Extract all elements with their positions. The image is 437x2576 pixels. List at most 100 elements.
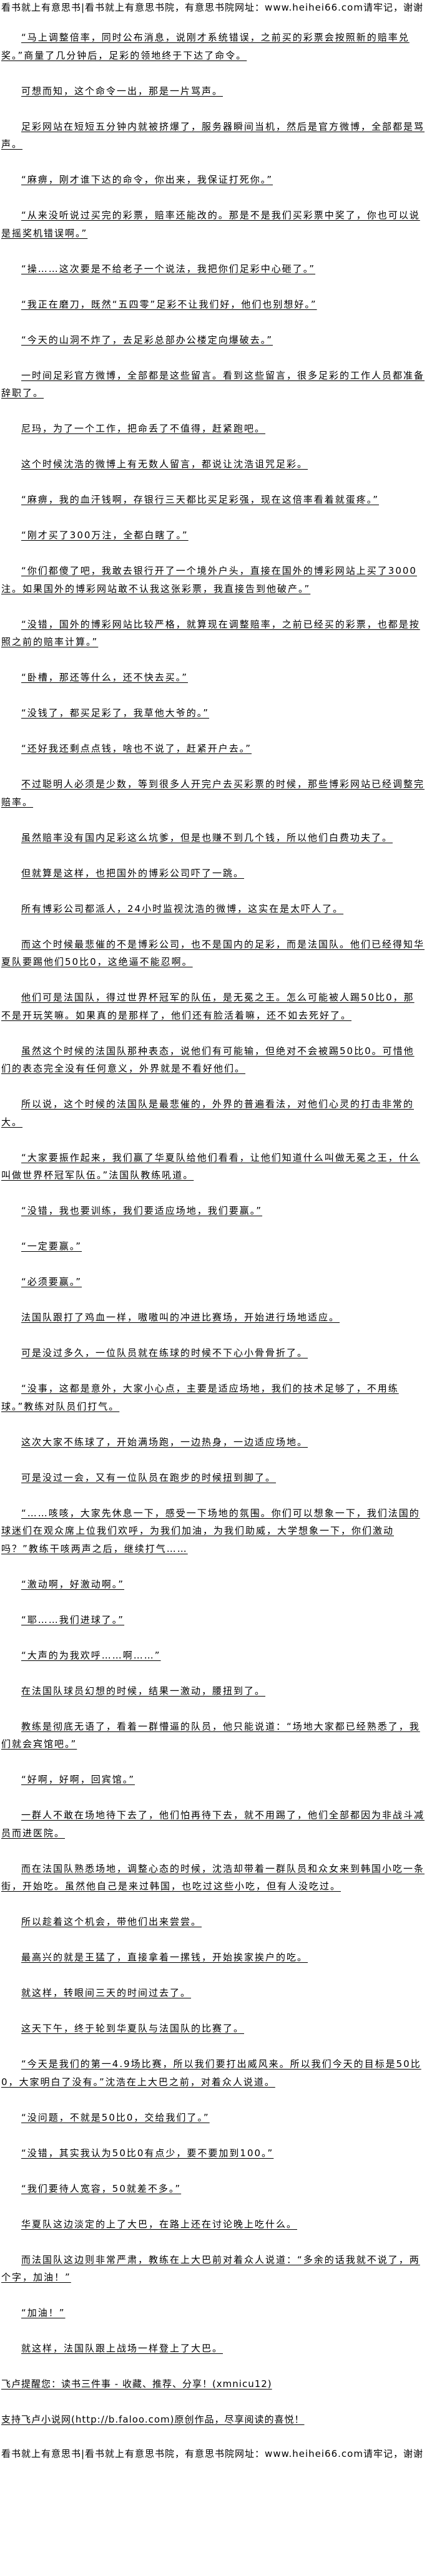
story-paragraph: 而在法国队熟悉场地，调整心态的时候，沈浩却带着一群队员和众女来到韩国小吃一条街，… (1, 1860, 425, 1896)
story-paragraph: 可想而知，这个命令一出，那是一片骂声。 (1, 82, 425, 100)
paragraph-text: 教练是彻底无语了，看着一群懵逼的队员，他只能说道：“场地大家都已经熟悉了，我们就… (1, 1720, 420, 1750)
paragraph-text: “还好我还剩点点钱，啥也不说了，赶紧开户去。” (21, 743, 252, 754)
paragraph-text: 而在法国队熟悉场地，调整心态的时候，沈浩却带着一群队员和众女来到韩国小吃一条街，… (1, 1862, 425, 1892)
chapter-footer: 飞卢提醒您：读书三件事 - 收藏、推荐、分享！(xmnicu12) 支持飞卢小说… (0, 2375, 437, 2429)
paragraph-text: “没错，国外的博彩网站比较严格，就算现在调整赔率，之前已经买的彩票，也都是按照之… (1, 618, 420, 648)
paragraph-text: 虽然这个时候的法国队那种表态，说他们有可能输，但绝对不会被踢50比0。可惜他们的… (1, 1045, 415, 1075)
story-paragraph: “大家要振作起来，我们赢了华夏队给他们看看，让他们知道什么叫做无冕之王，什么叫做… (1, 1149, 425, 1184)
paragraph-text: “今天的山洞不炸了，去足彩总部办公楼定向爆破去。” (21, 334, 273, 346)
story-paragraph: 法国队跟打了鸡血一样，嗷嗷叫的冲进比赛场，开始进行场地适应。 (1, 1309, 425, 1327)
story-paragraph: “没错，其实我认为50比0有点少，要不要加到100。” (1, 2144, 425, 2162)
site-banner-top: 看书就上有意思书|看书就上有意思书院，有意思书院网址：www.heihei66.… (1, 2, 423, 13)
paragraph-text: “……咳咳，大家先休息一下，感受一下场地的氛围。你们可以想象一下，我们法国的球迷… (1, 1507, 420, 1554)
story-paragraph: 就这样，转眼间三天的时间过去了。 (1, 1984, 425, 2002)
paragraph-text: 最高兴的就是王猛了，直接拿着一摞钱，开始挨家挨户的吃。 (21, 1952, 308, 1963)
paragraph-text: 尼玛，为了一个工作，把命丢了不值得，赶紧跑吧。 (21, 423, 266, 434)
paragraph-text: “没钱了，都买足彩了，我草他大爷的。” (21, 707, 210, 719)
paragraph-text: 而这个时候最悲催的不是博彩公司，也不是国内的足彩，而是法国队。他们已经得知华夏队… (1, 938, 425, 968)
story-paragraph: “你们都傻了吧，我敢去银行开了一个境外户头，直接在国外的博彩网站上买了3000注… (1, 562, 425, 598)
story-paragraph: “没钱了，都买足彩了，我草他大爷的。” (1, 704, 425, 722)
paragraph-text: 所有博彩公司都派人，24小时监视沈浩的微博，这实在是太吓人了。 (21, 903, 344, 914)
paragraph-text: “必须要赢。” (21, 1276, 82, 1287)
story-paragraph: 这次大家不练球了，开始满场跑，一边热身，一边适应场地。 (1, 1433, 425, 1451)
paragraph-text: “马上调整倍率，同时公布消息，说刚才系统错误，之前买的彩票会按照新的赔率兑奖。”… (1, 32, 410, 61)
site-banner-bottom: 看书就上有意思书|看书就上有意思书院，有意思书院网址：www.heihei66.… (1, 2448, 423, 2459)
paragraph-text: “没错，我也要训练，我们要适应场地，我们要赢。” (21, 1205, 263, 1216)
paragraph-text: “麻痹，刚才谁下达的命令，你出来，我保证打死你。” (21, 174, 273, 185)
story-paragraph: 就这样，法国队跟上战场一样登上了大巴。 (1, 2340, 425, 2358)
paragraph-text: 法国队跟打了鸡血一样，嗷嗷叫的冲进比赛场，开始进行场地适应。 (21, 1312, 340, 1323)
paragraph-text: “今天是我们的第一4.9场比赛，所以我们要打出威风来。所以我们今天的目标是50比… (1, 2058, 421, 2088)
reading-reminder-text: 飞卢提醒您：读书三件事 - 收藏、推荐、分享！(xmnicu12) (1, 2378, 272, 2390)
story-paragraph: 一时间足彩官方微博，全部都是这些留言。看到这些留言，很多足彩的工作人员都准备辞职… (1, 367, 425, 402)
paragraph-text: 这天下午，终于轮到华夏队与法国队的比赛了。 (21, 2023, 245, 2034)
paragraph-text: 虽然赔率没有国内足彩这么坑爹，但是也赚不到几个钱，所以他们白费功夫了。 (21, 831, 393, 843)
story-paragraph: “我正在磨刀，既然“五四零”足彩不让我们好，他们也别想好。” (1, 296, 425, 314)
story-paragraph: 虽然这个时候的法国队那种表态，说他们有可能输，但绝对不会被踢50比0。可惜他们的… (1, 1042, 425, 1078)
paragraph-text: “好啊，好啊，回宾馆。” (21, 1774, 135, 1785)
reading-reminder: 飞卢提醒您：读书三件事 - 收藏、推荐、分享！(xmnicu12) (1, 2375, 437, 2393)
story-paragraph: “大声的为我欢呼……啊……” (1, 1647, 425, 1665)
paragraph-text: “大声的为我欢呼……啊……” (21, 1649, 161, 1661)
story-paragraph: 所以说，这个时候的法国队是最悲催的，外界的普遍看法，对他们心灵的打击非常的大。 (1, 1095, 425, 1131)
paragraph-text: 就这样，转眼间三天的时间过去了。 (21, 1987, 192, 1998)
paragraph-text: 可是没过多久，一位队员就在练球的时候不下心小骨骨折了。 (21, 1347, 308, 1358)
paragraph-text: 他们可是法国队，得过世界杯冠军的队伍，是无冕之王。怎么可能被人踢50比0，那不是… (1, 992, 415, 1021)
story-paragraph: 尼玛，为了一个工作，把命丢了不值得，赶紧跑吧。 (1, 420, 425, 438)
support-link[interactable]: 支持飞卢小说网(http://b.faloo.com)原创作品，尽享阅读的喜悦！ (1, 2414, 305, 2425)
support-link-line: 支持飞卢小说网(http://b.faloo.com)原创作品，尽享阅读的喜悦！ (1, 2411, 437, 2429)
paragraph-text: “没问题，不就是50比0，交给我们了。” (21, 2111, 210, 2123)
story-paragraph: “耶……我们进球了。” (1, 1611, 425, 1629)
story-paragraph: 不过聪明人必须是少数，等到很多人开完户去买彩票的时候，那些博彩网站已经调整完赔率… (1, 775, 425, 811)
paragraph-text: 一时间足彩官方微博，全部都是这些留言。看到这些留言，很多足彩的工作人员都准备辞职… (1, 369, 425, 399)
paragraph-text: 一群人不敢在场地待下去了，他们怕再待下去，就不用踢了，他们全部都因为非战斗减员而… (1, 1809, 425, 1839)
paragraph-text: 可想而知，这个命令一出，那是一片骂声。 (21, 85, 223, 97)
paragraph-text: “刚才买了300万注，全都白瞎了。” (21, 530, 189, 541)
paragraph-text: “没错，其实我认为50比0有点少，要不要加到100。” (21, 2147, 274, 2159)
story-paragraph: 教练是彻底无语了，看着一群懵逼的队员，他只能说道：“场地大家都已经熟悉了，我们就… (1, 1718, 425, 1753)
story-paragraph: 最高兴的就是王猛了，直接拿着一摞钱，开始挨家挨户的吃。 (1, 1949, 425, 1967)
story-paragraph: “一定要赢。” (1, 1237, 425, 1256)
story-paragraph: 而这个时候最悲催的不是博彩公司，也不是国内的足彩，而是法国队。他们已经得知华夏队… (1, 936, 425, 971)
paragraph-text: “大家要振作起来，我们赢了华夏队给他们看看，让他们知道什么叫做无冕之王，什么叫做… (1, 1151, 420, 1181)
paragraph-text: “麻痹，我的血汗钱啊，存银行三天都比买足彩强，现在这倍率看着就蛋疼。” (21, 494, 380, 505)
paragraph-text: 这个时候沈浩的微博上有无数人留言，都说让沈浩诅咒足彩。 (21, 458, 308, 470)
story-paragraph: “从来没听说过买完的彩票，赔率还能改的。那是不是我们买彩票中奖了，你也可以说是摇… (1, 206, 425, 242)
story-paragraph: “还好我还剩点点钱，啥也不说了，赶紧开户去。” (1, 740, 425, 758)
story-paragraph: “刚才买了300万注，全都白瞎了。” (1, 526, 425, 545)
story-paragraph: “麻痹，刚才谁下达的命令，你出来，我保证打死你。” (1, 171, 425, 189)
story-paragraph: 在法国队球员幻想的时候，结果一激动，腰扭到了。 (1, 1682, 425, 1700)
story-paragraph: “今天是我们的第一4.9场比赛，所以我们要打出威风来。所以我们今天的目标是50比… (1, 2055, 425, 2091)
paragraph-text: “激动啊，好激动啊。” (21, 1578, 125, 1590)
story-paragraph: “激动啊，好激动啊。” (1, 1576, 425, 1594)
story-paragraph: “加油！” (1, 2304, 425, 2322)
story-paragraph: 一群人不敢在场地待下去了，他们怕再待下去，就不用踢了，他们全部都因为非战斗减员而… (1, 1806, 425, 1842)
story-paragraph: “必须要赢。” (1, 1273, 425, 1291)
paragraph-text: 在法国队球员幻想的时候，结果一激动，腰扭到了。 (21, 1685, 266, 1697)
story-paragraph: “好啊，好啊，回宾馆。” (1, 1771, 425, 1789)
story-paragraph: “没错，我也要训练，我们要适应场地，我们要赢。” (1, 1202, 425, 1220)
paragraph-text: “从来没听说过买完的彩票，赔率还能改的。那是不是我们买彩票中奖了，你也可以说是摇… (1, 210, 420, 239)
paragraph-text: 这次大家不练球了，开始满场跑，一边热身，一边适应场地。 (21, 1436, 308, 1448)
story-paragraph: 虽然赔率没有国内足彩这么坑爹，但是也赚不到几个钱，所以他们白费功夫了。 (1, 829, 425, 847)
chapter-content: “马上调整倍率，同时公布消息，说刚才系统错误，之前买的彩票会按照新的赔率兑奖。”… (0, 18, 425, 2358)
paragraph-text: “我正在磨刀，既然“五四零”足彩不让我们好，他们也别想好。” (21, 298, 317, 310)
paragraph-text: “一定要赢。” (21, 1241, 82, 1252)
paragraph-text: “操……这次要是不给老子一个说法，我把你们足彩中心砸了。” (21, 263, 316, 274)
story-paragraph: 而法国队这边则非常严肃，教练在上大巴前对着众人说道：“多余的话我就不说了，两个字… (1, 2251, 425, 2287)
paragraph-text: “卧槽，那还等什么，还不快去买。” (21, 672, 189, 683)
paragraph-text: 不过聪明人必须是少数，等到很多人开完户去买彩票的时候，那些博彩网站已经调整完赔率… (1, 778, 425, 808)
paragraph-text: 所以说，这个时候的法国队是最悲催的，外界的普遍看法，对他们心灵的打击非常的大。 (1, 1098, 415, 1128)
story-paragraph: “没错，国外的博彩网站比较严格，就算现在调整赔率，之前已经买的彩票，也都是按照之… (1, 616, 425, 651)
paragraph-text: “没事，这都是意外，大家小心点，主要是适应场地，我们的技术足够了，不用练球。”教… (1, 1383, 399, 1412)
story-paragraph: 这天下午，终于轮到华夏队与法国队的比赛了。 (1, 2020, 425, 2038)
story-paragraph: 他们可是法国队，得过世界杯冠军的队伍，是无冕之王。怎么可能被人踢50比0，那不是… (1, 989, 425, 1024)
paragraph-text: “你们都傻了吧，我敢去银行开了一个境外户头，直接在国外的博彩网站上买了3000注… (1, 565, 417, 594)
paragraph-text: 就这样，法国队跟上战场一样登上了大巴。 (21, 2343, 223, 2354)
story-paragraph: “今天的山洞不炸了，去足彩总部办公楼定向爆破去。” (1, 331, 425, 349)
story-paragraph: “操……这次要是不给老子一个说法，我把你们足彩中心砸了。” (1, 260, 425, 278)
story-paragraph: “我们要待人宽容，50就差不多。” (1, 2180, 425, 2198)
story-paragraph: 可是没过一会，又有一位队员在跑步的时候扭到脚了。 (1, 1469, 425, 1487)
paragraph-text: 但就算是这样，也把国外的博彩公司吓了一跳。 (21, 867, 245, 879)
paragraph-text: “耶……我们进球了。” (21, 1614, 125, 1625)
